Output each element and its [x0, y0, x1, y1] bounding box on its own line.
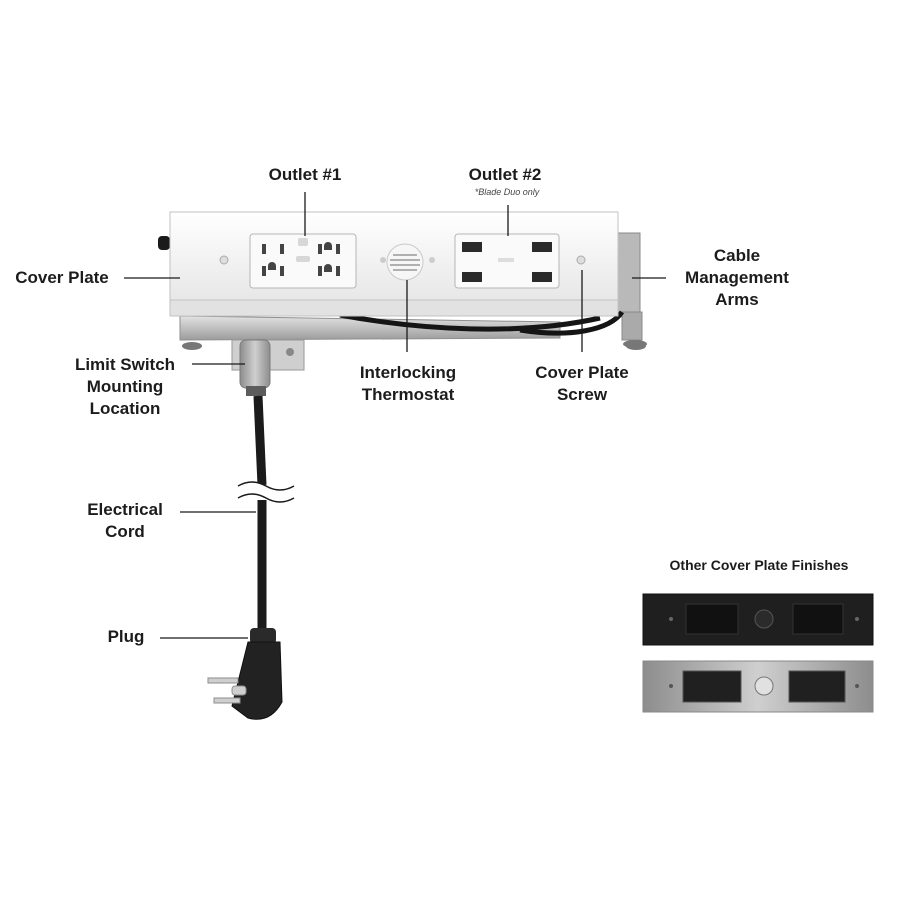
outlet-2-usb — [454, 233, 560, 289]
label-line: Cord — [105, 522, 145, 541]
label-interlocking-thermostat: Interlocking Thermostat — [345, 362, 471, 406]
label-line: Location — [89, 399, 161, 418]
label-line: Electrical — [87, 500, 163, 519]
label-electrical-cord: Electrical Cord — [72, 499, 178, 543]
label-limit-switch: Limit Switch Mounting Location — [60, 354, 190, 420]
finishes-title: Other Cover Plate Finishes — [669, 557, 849, 573]
label-line: Cable — [713, 246, 761, 265]
plug — [207, 628, 283, 720]
outlet-1-receptacle — [249, 233, 357, 289]
label-line: Cover Plate — [535, 363, 629, 382]
label-outlet-1: Outlet #1 — [268, 165, 342, 184]
label-line: Interlocking — [359, 363, 457, 382]
label-cover-plate: Cover Plate — [15, 268, 109, 287]
label-cable-management-arms: Cable Management Arms — [672, 245, 802, 311]
label-line: Thermostat — [361, 385, 455, 404]
label-line: Mounting — [86, 377, 164, 396]
finish-stainless — [642, 660, 874, 713]
label-outlet-2-note: *Blade Duo only — [474, 187, 540, 197]
label-line: Arms — [715, 290, 759, 309]
label-outlet-2: Outlet #2 — [468, 165, 542, 184]
label-line: Management — [685, 268, 789, 287]
label-cover-plate-screw: Cover Plate Screw — [522, 362, 642, 406]
mounting-bracket — [179, 310, 646, 396]
leader-lines — [124, 192, 666, 639]
label-line: Limit Switch — [74, 355, 176, 374]
cable-management-arm — [617, 232, 647, 348]
label-plug: Plug — [107, 627, 145, 646]
label-line: Screw — [556, 385, 608, 404]
finish-black — [642, 593, 874, 646]
thermostat-grill — [380, 243, 435, 281]
electrical-cord — [237, 395, 295, 630]
